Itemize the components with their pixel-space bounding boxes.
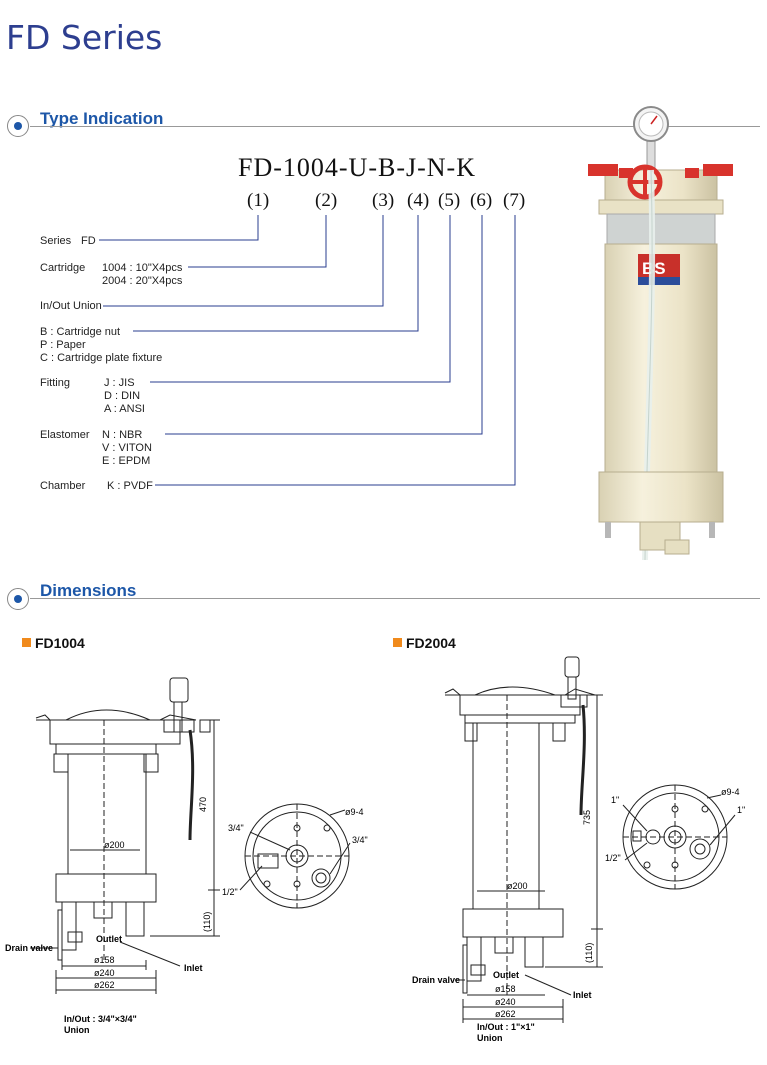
type-indication-leader-lines	[99, 215, 516, 486]
position-1: (1)	[247, 190, 270, 211]
fd2004-port-b: 1"	[737, 805, 745, 815]
position-6: (6)	[470, 190, 493, 211]
fd1004-dia-240: ø240	[94, 968, 115, 978]
fd2004-inout-line1: In/Out : 1"×1"	[477, 1022, 535, 1032]
elastomer-option-2: V : VITON	[102, 442, 152, 454]
orange-square-icon	[22, 638, 31, 647]
series-value: FD	[81, 235, 96, 247]
fd1004-inout-line1: In/Out : 3/4"×3/4"	[64, 1014, 137, 1024]
elastomer-option-3: E : EPDM	[102, 455, 151, 467]
fitting-label: Fitting	[40, 377, 70, 389]
section-bullet-icon	[7, 115, 29, 137]
fd2004-inout-line2: Union	[477, 1033, 503, 1043]
fd2004-top-holes: ø9-4	[721, 787, 740, 797]
fd1004-dia-262: ø262	[94, 980, 115, 990]
fd2004-body-diameter: ø200	[507, 881, 528, 891]
position-2: (2)	[315, 190, 338, 211]
type-indication-heading: Type Indication	[40, 109, 164, 128]
fd2004-port-a: 1"	[611, 795, 619, 805]
union-label: In/Out Union	[40, 300, 102, 312]
fd1004-height-label: 470	[198, 797, 208, 812]
elastomer-label: Elastomer	[40, 429, 90, 441]
position-5: (5)	[438, 190, 461, 211]
fd2004-title: FD2004	[393, 635, 456, 651]
fd2004-dia-262: ø262	[495, 1009, 516, 1019]
fd2004-outlet-label: Outlet	[493, 970, 519, 980]
fd1004-top-holes: ø9-4	[345, 807, 364, 817]
fd1004-inout-line2: Union	[64, 1025, 90, 1035]
elastomer-option-1: N : NBR	[102, 429, 143, 441]
fd1004-port-b: 3/4"	[352, 835, 368, 845]
fd2004-dia-158: ø158	[495, 984, 516, 994]
fd1004-dimension-drawing: 470 (110) ø200 ø158 ø240 ø262 Outlet Inl…	[5, 677, 368, 1035]
series-label: Series	[40, 235, 72, 247]
fitting-option-3: A : ANSI	[104, 403, 145, 415]
fd2004-port-c: 1/2"	[605, 853, 621, 863]
fd1004-title: FD1004	[22, 635, 85, 651]
filter-housing-photo: BS	[588, 106, 733, 561]
position-7: (7)	[503, 190, 526, 211]
fd1004-port-c: 1/2"	[222, 887, 238, 897]
section-divider	[30, 598, 760, 599]
fd1004-port-a: 3/4"	[228, 823, 244, 833]
orange-square-icon	[393, 638, 402, 647]
cartridge-option-1: 1004 : 10"X4pcs	[102, 262, 183, 274]
fd2004-height-label: 735	[582, 810, 592, 825]
fitting-option-1: J : JIS	[104, 377, 135, 389]
position-4: (4)	[407, 190, 430, 211]
fd1004-inlet-label: Inlet	[184, 963, 203, 973]
model-code: FD-1004-U-B-J-N-K	[238, 153, 476, 182]
fd1004-bottom-label: (110)	[202, 912, 212, 932]
fd2004-drain-label: Drain valve	[412, 975, 460, 985]
section-bullet-icon	[7, 588, 29, 610]
dimensions-heading: Dimensions	[40, 581, 137, 600]
nut-option-3: C : Cartridge plate fixture	[40, 352, 163, 364]
page-title: FD Series	[6, 18, 163, 57]
nut-option-1: B : Cartridge nut	[40, 326, 121, 338]
chamber-value: K : PVDF	[107, 480, 153, 492]
nut-option-2: P : Paper	[40, 339, 86, 351]
fd1004-body-diameter: ø200	[104, 840, 125, 850]
fd2004-inlet-label: Inlet	[573, 990, 592, 1000]
fd2004-dimension-drawing: 735 (110) ø200 ø158 ø240 ø262 Outlet Inl…	[412, 656, 745, 1043]
fd2004-bottom-label: (110)	[584, 943, 594, 963]
fd1004-outlet-label: Outlet	[96, 934, 122, 944]
cartridge-label: Cartridge	[40, 262, 86, 274]
fitting-option-2: D : DIN	[104, 390, 141, 402]
fd1004-drain-label: Drain valve	[5, 943, 53, 953]
fd2004-dia-240: ø240	[495, 997, 516, 1007]
cartridge-option-2: 2004 : 20"X4pcs	[102, 275, 183, 287]
position-3: (3)	[372, 190, 395, 211]
fd1004-dia-158: ø158	[94, 955, 115, 965]
section-divider	[30, 126, 760, 127]
chamber-label: Chamber	[40, 480, 86, 492]
